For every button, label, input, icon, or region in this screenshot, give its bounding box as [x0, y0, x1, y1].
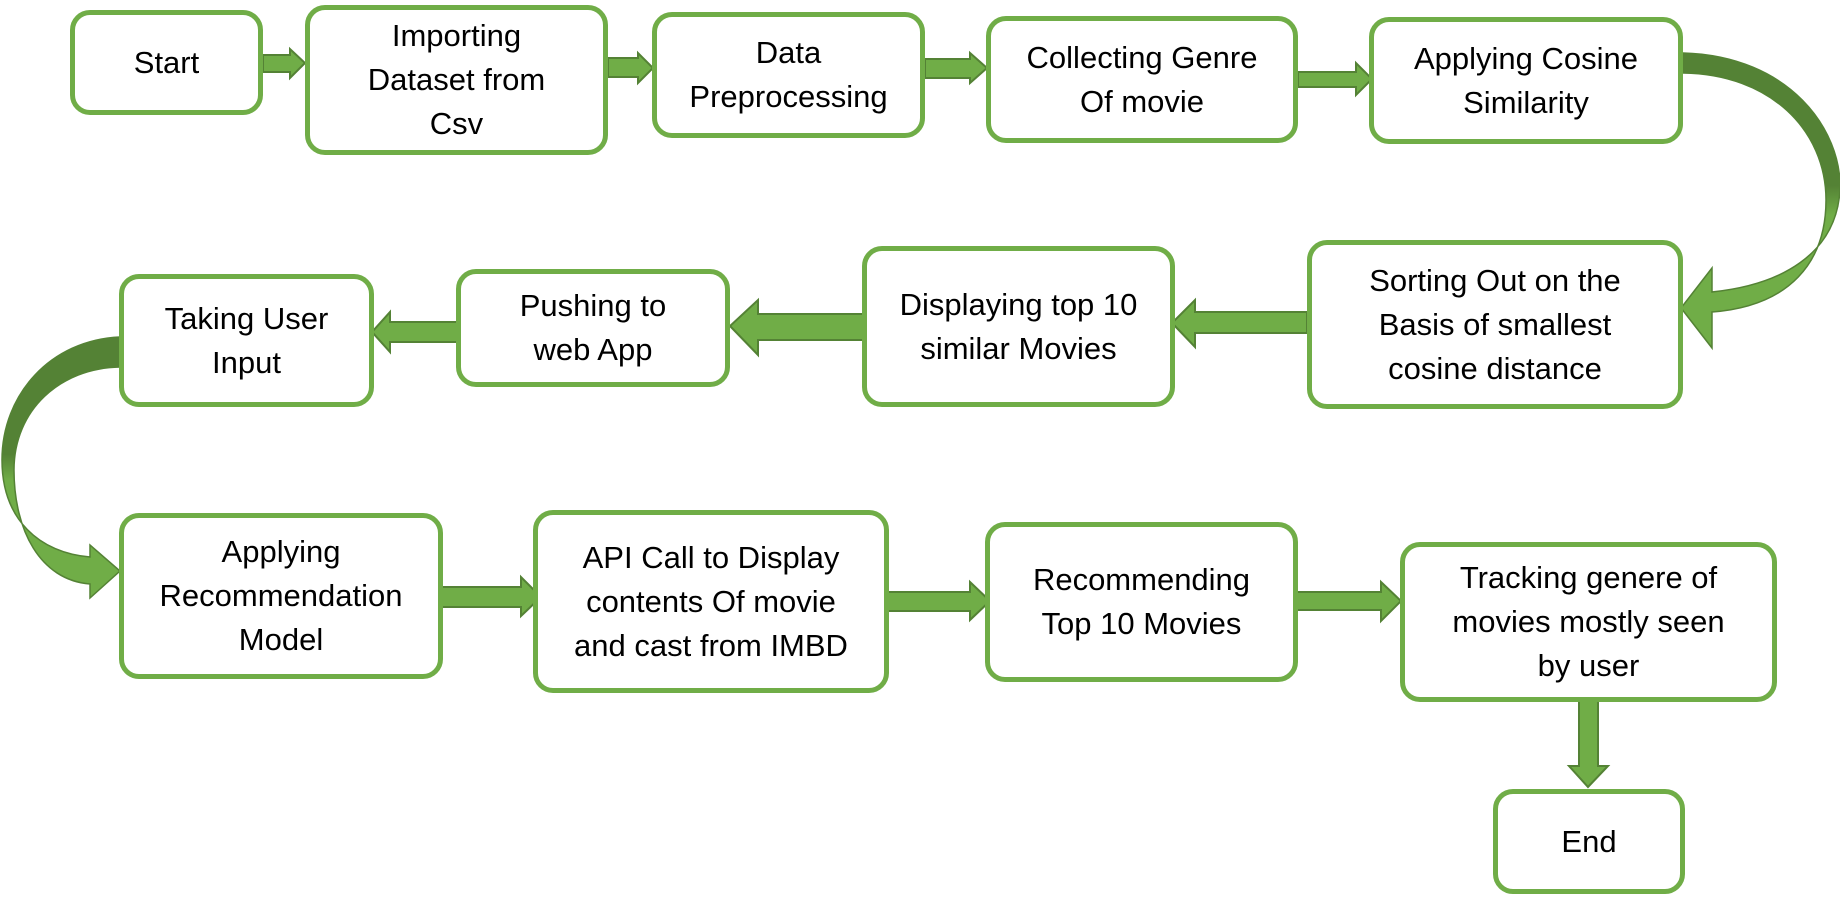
node-start-label: Start [133, 44, 200, 80]
node-collecting-genre: Collecting Genre Of movie [986, 16, 1298, 143]
arrow-tracking-to-end [1566, 700, 1611, 789]
node-import-dataset: Importing Dataset from Csv [305, 5, 608, 155]
node-displaying-top10-label: Displaying top 10 similar Movies [899, 286, 1138, 366]
arrow-preprocess-to-genre [924, 50, 989, 86]
arrow-sorting-to-display [1170, 297, 1308, 350]
arrow-display-to-push [728, 297, 865, 358]
arrow-push-to-input [370, 309, 458, 355]
node-end: End [1493, 789, 1685, 894]
node-data-preprocessing: Data Preprocessing [652, 12, 925, 138]
node-recommending-top10-label: Recommending Top 10 Movies [1032, 562, 1251, 641]
node-applying-recommendation-model-label: Applying Recommendation Model [159, 534, 403, 657]
node-end-label: End [1561, 823, 1617, 859]
arrow-api-to-recommend [887, 579, 992, 623]
node-collecting-genre-label: Collecting Genre Of movie [1026, 39, 1258, 119]
node-taking-user-input-label: Taking User Input [164, 300, 329, 380]
node-tracking-genre-label: Tracking genere of movies mostly seen by… [1452, 560, 1725, 683]
arrow-start-to-import [262, 46, 307, 81]
node-data-preprocessing-label: Data Preprocessing [689, 35, 888, 114]
node-applying-recommendation-model: Applying Recommendation Model [119, 513, 443, 679]
node-recommending-top10: Recommending Top 10 Movies [985, 522, 1298, 682]
node-sorting: Sorting Out on the Basis of smallest cos… [1307, 240, 1683, 409]
node-api-call: API Call to Display contents Of movie an… [533, 510, 889, 693]
node-api-call-label: API Call to Display contents Of movie an… [574, 539, 848, 663]
node-pushing-web-app: Pushing to web App [456, 269, 730, 387]
arrow-genre-to-cosine [1297, 60, 1374, 98]
arrow-recommend-to-tracking [1296, 579, 1403, 624]
curved-arrow-cosine-to-sorting [1680, 52, 1840, 351]
node-cosine-similarity: Applying Cosine Similarity [1369, 17, 1683, 144]
curved-arrow-input-to-model [1, 336, 122, 600]
node-sorting-label: Sorting Out on the Basis of smallest cos… [1369, 262, 1621, 386]
node-cosine-similarity-label: Applying Cosine Similarity [1413, 40, 1639, 120]
node-import-dataset-label: Importing Dataset from Csv [367, 18, 546, 141]
node-tracking-genre: Tracking genere of movies mostly seen by… [1400, 542, 1777, 702]
node-displaying-top10: Displaying top 10 similar Movies [862, 246, 1175, 407]
arrow-model-to-api [435, 574, 543, 619]
node-taking-user-input: Taking User Input [119, 274, 374, 407]
node-start: Start [70, 10, 263, 115]
node-pushing-web-app-label: Pushing to web App [519, 288, 667, 367]
arrow-import-to-preprocess [607, 50, 655, 86]
